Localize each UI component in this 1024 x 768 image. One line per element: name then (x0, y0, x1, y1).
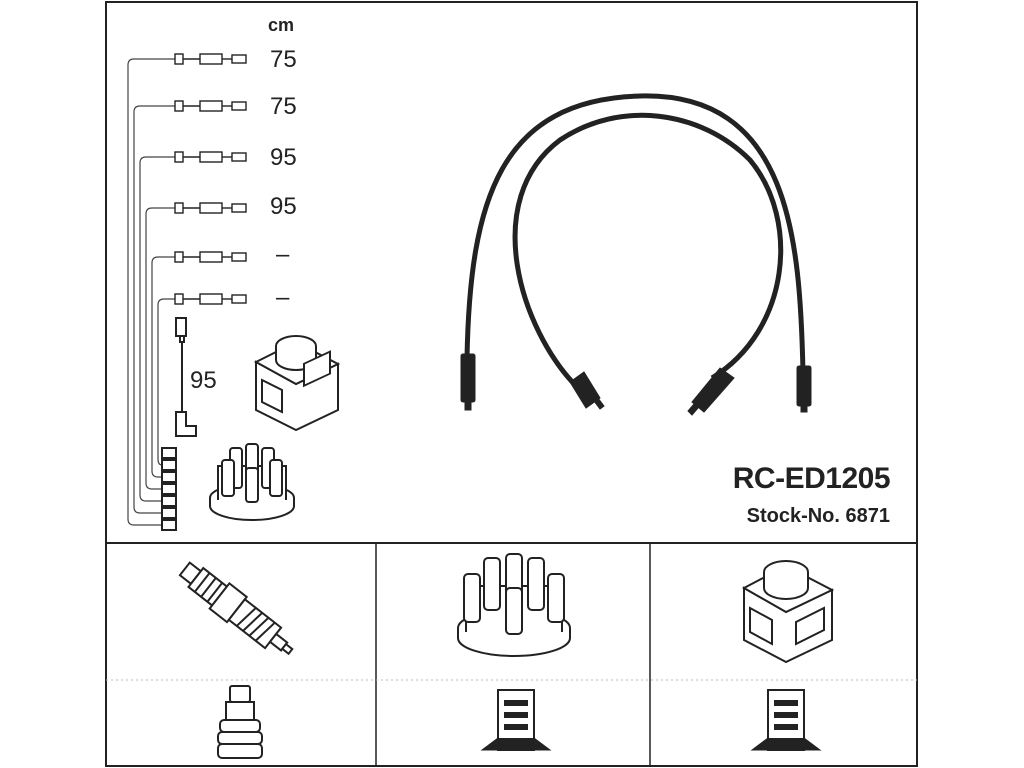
spark-plug-icon (178, 561, 294, 656)
lead-plug (174, 251, 247, 263)
lead-3-length: 95 (270, 144, 297, 171)
lead-5-length: – (276, 241, 290, 268)
plug-boot-icon (217, 685, 263, 759)
lead-plug (174, 202, 247, 214)
coil-lead (175, 317, 197, 437)
lead-plug (174, 100, 247, 112)
stock-number: Stock-No. 6871 (747, 505, 890, 527)
lead-6-length: – (276, 284, 290, 311)
lead-plug (174, 151, 247, 163)
distributor-cap-large-icon (457, 553, 571, 657)
part-number: RC-ED1205 (733, 462, 890, 495)
lead-2-length: 75 (270, 93, 297, 120)
lead-1-length: 75 (270, 46, 297, 73)
ignition-cable-drawing (460, 93, 812, 416)
distributor-boot-icon (480, 689, 552, 751)
coil-lead-length: 95 (190, 367, 217, 394)
ignition-coil-large-icon (741, 560, 835, 664)
lead-plug (174, 53, 247, 65)
length-unit-label: cm (268, 15, 294, 35)
lead-plug (174, 293, 247, 305)
frame (105, 1, 918, 767)
distributor-cap-icon (209, 443, 295, 521)
ignition-coil-icon (253, 335, 341, 432)
lead-bundle-schematic (127, 58, 177, 531)
lead-connectors (174, 53, 247, 305)
coil-boot-icon (750, 689, 822, 751)
lead-4-length: 95 (270, 193, 297, 220)
